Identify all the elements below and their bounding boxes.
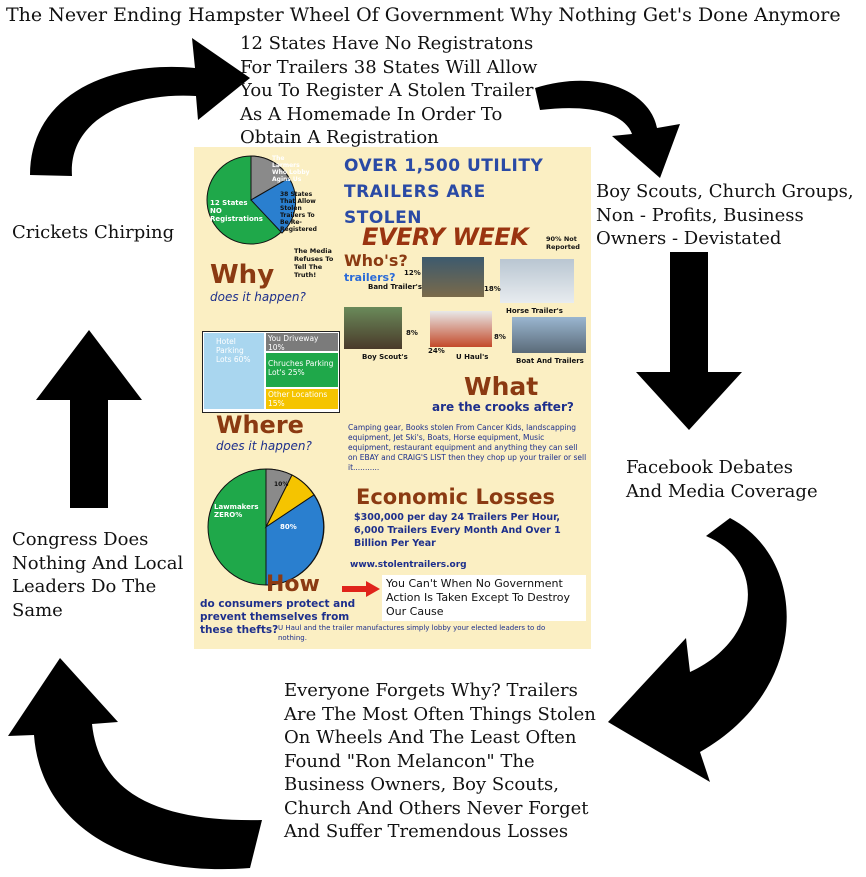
- pct-24: 24%: [428, 347, 445, 355]
- horse-trailer-photo: [500, 259, 574, 303]
- driveway-bar: [266, 333, 338, 351]
- where-subheading: does it happen?: [216, 439, 312, 453]
- boat-trailer-photo: [512, 317, 586, 353]
- why-heading: Why: [210, 260, 275, 290]
- cycle-step-bottom: Everyone Forgets Why? Trailers Are The M…: [284, 680, 596, 842]
- curved-arrow-bottom-right: [608, 518, 787, 782]
- pie1-label-b: The Larmers Who Lobby Agins Us: [272, 155, 310, 183]
- other-label: Other Locations 15%: [268, 390, 328, 408]
- pie2-label-ten: 10%: [274, 481, 289, 488]
- every-week-heading: EVERY WEEK: [362, 223, 529, 251]
- up-arrow-left: [36, 330, 142, 508]
- boat-caption: Boat And Trailers: [516, 357, 584, 365]
- churches-label: Chruches Parking Lot's 25%: [268, 359, 334, 377]
- cycle-step-top: 12 States Have No Registratons For Trail…: [240, 33, 538, 148]
- curved-arrow-bottom-left: [8, 658, 262, 870]
- page-title: The Never Ending Hampster Wheel Of Gover…: [6, 4, 841, 26]
- economic-losses-body: $300,000 per day 24 Trailers Per Hour, 6…: [354, 512, 561, 549]
- pie2-label-eighty: 80%: [280, 523, 297, 531]
- driveway-label: You Driveway 10%: [268, 334, 319, 352]
- down-arrow-right: [636, 252, 742, 430]
- pie1-label-a: 12 States NO Registrations: [210, 199, 263, 223]
- poster-footer: U Haul and the trailer manufactures simp…: [278, 624, 546, 642]
- boyscout-trailer-photo: [344, 307, 402, 349]
- curved-arrow-top-right: [535, 80, 680, 178]
- hotel-label: Hotel Parking Lots 60%: [216, 337, 251, 364]
- horse-caption: Horse Trailer's: [506, 307, 563, 315]
- trailers-question: trailers?: [344, 271, 396, 284]
- curved-arrow-top-left: [30, 38, 250, 176]
- how-heading: How: [266, 572, 320, 597]
- how-answer: You Can't When No Government Action Is T…: [382, 575, 586, 621]
- where-heading: Where: [216, 411, 304, 439]
- infographic-poster: 12 States NO Registrations The Larmers W…: [194, 147, 591, 649]
- not-reported-label: 90% Not Reported: [546, 235, 580, 251]
- how-body: do consumers protect and prevent themsel…: [200, 598, 356, 636]
- uhaul-caption: U Haul's: [456, 353, 489, 361]
- what-heading: What: [464, 372, 539, 401]
- pie-chart-lawmakers: [207, 468, 325, 586]
- why-subheading: does it happen?: [210, 290, 306, 304]
- pct-8a: 8%: [406, 329, 418, 337]
- cycle-step-left-lower: Congress Does Nothing And Local Leaders …: [12, 529, 184, 621]
- what-body: Camping gear, Books stolen From Cancer K…: [348, 423, 587, 472]
- uhaul-trailer-photo: [430, 311, 492, 347]
- headline: OVER 1,500 UTILITY TRAILERS ARE STOLEN: [344, 156, 544, 228]
- whos-heading: Who's?: [344, 251, 408, 270]
- cycle-step-left-upper: Crickets Chirping: [12, 222, 175, 243]
- pct-8b: 8%: [494, 333, 506, 341]
- pct-12: 12%: [404, 269, 421, 277]
- band-trailer-photo: [422, 257, 484, 297]
- pct-18: 18%: [484, 285, 501, 293]
- red-arrow-icon: [342, 581, 380, 597]
- cycle-step-right-lower: Facebook Debates And Media Coverage: [626, 457, 818, 502]
- boyscout-caption: Boy Scout's: [362, 353, 408, 361]
- hotel-bar: [204, 333, 264, 409]
- pie1-label-c: 38 States That Allow Stolen Trailers To …: [280, 191, 317, 233]
- churches-bar: [266, 353, 338, 387]
- other-bar: [266, 389, 338, 409]
- pie-chart-states: [206, 155, 297, 245]
- economic-losses-heading: Economic Losses: [356, 485, 555, 509]
- what-subheading: are the crooks after?: [432, 400, 574, 414]
- cycle-step-right-upper: Boy Scouts, Church Groups, Non - Profits…: [596, 181, 854, 249]
- pie1-label-d: The Media Refuses To Tell The Truth!: [294, 247, 334, 279]
- website-link: www.stolentrailers.org: [350, 560, 467, 570]
- pie2-label-lawmakers: Lawmakers ZERO%: [214, 503, 259, 519]
- band-caption: Band Trailer's: [368, 283, 422, 291]
